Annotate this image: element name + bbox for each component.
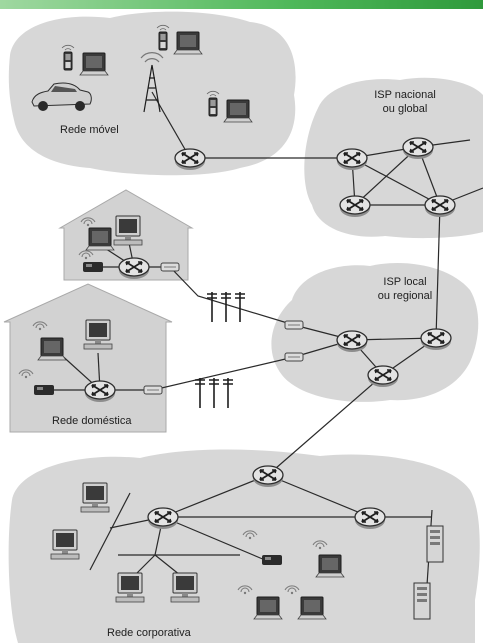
home-network-house — [3, 283, 173, 433]
desktop-icon — [80, 482, 110, 513]
router-national-4 — [424, 195, 456, 218]
router-national-2 — [402, 137, 434, 160]
laptop-icon — [253, 596, 283, 620]
router-local-3 — [367, 365, 399, 388]
router-corp-left — [147, 507, 179, 530]
router-local-2 — [420, 328, 452, 351]
laptop-icon — [37, 337, 67, 361]
access-point-icon — [262, 555, 282, 565]
router-small-house — [118, 257, 150, 280]
router-local-1 — [336, 330, 368, 353]
server-icon — [426, 525, 444, 563]
corporate-network-cloud — [8, 449, 480, 643]
label-corporate-network: Rede corporativa — [107, 627, 192, 639]
router-home — [84, 380, 116, 403]
router-mobile — [174, 148, 206, 171]
router-corp-right — [354, 507, 386, 530]
utility-poles — [194, 291, 246, 409]
router-national-3 — [339, 195, 371, 218]
laptop-icon — [223, 99, 253, 123]
label-isp-national-1: ISP nacional — [374, 89, 436, 101]
desktop-icon — [50, 529, 80, 560]
laptop-icon — [173, 31, 203, 55]
header-bar — [0, 0, 483, 9]
label-isp-local-1: ISP local — [383, 276, 426, 288]
server-icon — [413, 582, 431, 620]
laptop-icon — [297, 596, 327, 620]
access-point-icon — [34, 385, 54, 395]
cell-tower-icon — [140, 52, 164, 113]
laptop-icon — [315, 554, 345, 578]
router-corp-top — [252, 465, 284, 488]
label-mobile-network: Rede móvel — [60, 124, 119, 136]
label-home-network: Rede doméstica — [52, 415, 132, 427]
label-isp-national-2: ou global — [383, 103, 428, 115]
desktop-icon — [170, 572, 200, 603]
laptop-icon — [79, 52, 109, 76]
isp-local-cloud — [271, 263, 479, 402]
label-isp-local-2: ou regional — [378, 290, 432, 302]
access-point-icon — [83, 262, 103, 272]
router-national-1 — [336, 148, 368, 171]
desktop-icon — [115, 572, 145, 603]
desktop-icon — [113, 215, 143, 246]
desktop-icon — [83, 319, 113, 350]
laptop-icon — [85, 227, 115, 251]
car-icon — [31, 82, 92, 111]
